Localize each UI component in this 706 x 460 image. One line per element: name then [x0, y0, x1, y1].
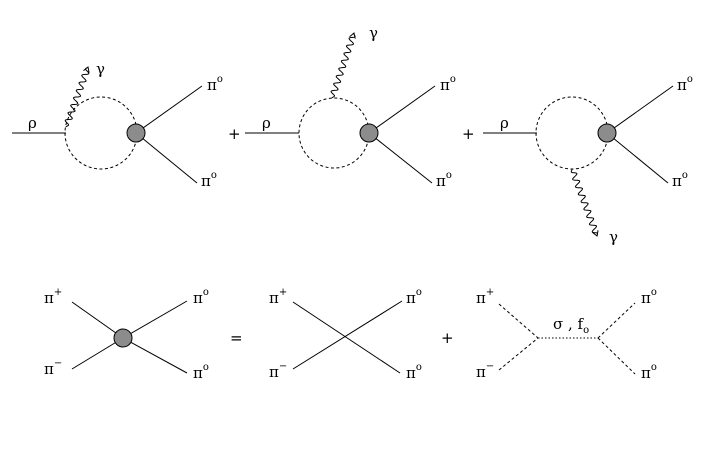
- contact-line-a: [292, 301, 401, 374]
- pi0-label-lower: πo: [641, 362, 657, 382]
- pi0-label-lower: πo: [201, 170, 217, 190]
- pi0-label-lower: πo: [193, 362, 209, 382]
- photon-line: [64, 66, 90, 128]
- pi-plus-label: π+: [476, 287, 494, 307]
- sigma-f0-label: σ , fo: [553, 315, 589, 336]
- pi0-label-upper: πo: [406, 287, 422, 307]
- vertex-blob: [113, 328, 133, 348]
- pi-minus-line: [71, 337, 124, 370]
- pi0-label-lower: πo: [672, 170, 688, 190]
- top-diagram-1: ρ γ πo πo: [12, 60, 223, 190]
- pi0-label-upper: πo: [641, 287, 657, 307]
- bottom-diagram-contact: π+ π− πo πo: [269, 287, 422, 382]
- contact-line-b: [292, 300, 403, 370]
- pi-minus-label: π−: [44, 358, 62, 378]
- pi0-line-lower: [606, 132, 669, 184]
- pi0-label-upper: πo: [677, 74, 693, 94]
- pi0-line-upper: [368, 85, 436, 134]
- pion-loop: [298, 97, 370, 169]
- pi0-label-upper: πo: [207, 74, 223, 94]
- pi0-line-lower: [122, 337, 188, 374]
- pi0-label-upper: πo: [440, 74, 456, 94]
- pi-plus-line: [498, 303, 539, 339]
- pi-minus-label: π−: [269, 361, 287, 381]
- bottom-diagram-exchange: π+ π− σ , fo πo πo: [476, 287, 657, 382]
- photon-line: [570, 168, 599, 237]
- vertex-blob: [597, 123, 617, 143]
- pi0-label-lower: πo: [406, 362, 422, 382]
- pion-loop: [535, 96, 609, 170]
- pi0-line-upper: [135, 85, 203, 134]
- pi0-label-lower: πo: [436, 170, 452, 190]
- plus-operator: +: [228, 125, 241, 143]
- photon-line: [330, 32, 356, 99]
- pi-plus-label: π+: [269, 287, 287, 307]
- pi0-line-lower: [368, 132, 433, 184]
- pi-minus-line: [498, 337, 539, 371]
- pi-plus-line: [71, 301, 124, 339]
- pi-plus-label: π+: [44, 287, 62, 307]
- pi0-line-upper: [122, 300, 188, 339]
- gamma-label: γ: [96, 60, 105, 78]
- pi-minus-label: π−: [476, 361, 494, 381]
- pi0-line-upper: [597, 302, 636, 339]
- pi0-label-upper: πo: [193, 287, 209, 307]
- rho-label: ρ: [262, 114, 271, 132]
- pi0-line-lower: [135, 132, 198, 184]
- top-diagram-2: ρ γ πo πo: [245, 24, 456, 190]
- pion-loop: [64, 96, 138, 170]
- equals-operator: =: [230, 329, 243, 347]
- vertex-blob: [359, 123, 379, 143]
- plus-operator: +: [441, 329, 454, 347]
- rho-label: ρ: [500, 114, 509, 132]
- vertex-blob: [126, 123, 146, 143]
- gamma-label: γ: [369, 24, 378, 42]
- gamma-label: γ: [609, 228, 618, 246]
- bottom-diagram-vertex: π+ π− πo πo: [44, 287, 209, 382]
- pi0-line-lower: [597, 337, 636, 375]
- plus-operator: +: [462, 125, 475, 143]
- rho-label: ρ: [28, 114, 37, 132]
- top-diagram-3: ρ γ πo πo: [483, 74, 693, 246]
- pi0-line-upper: [606, 85, 674, 134]
